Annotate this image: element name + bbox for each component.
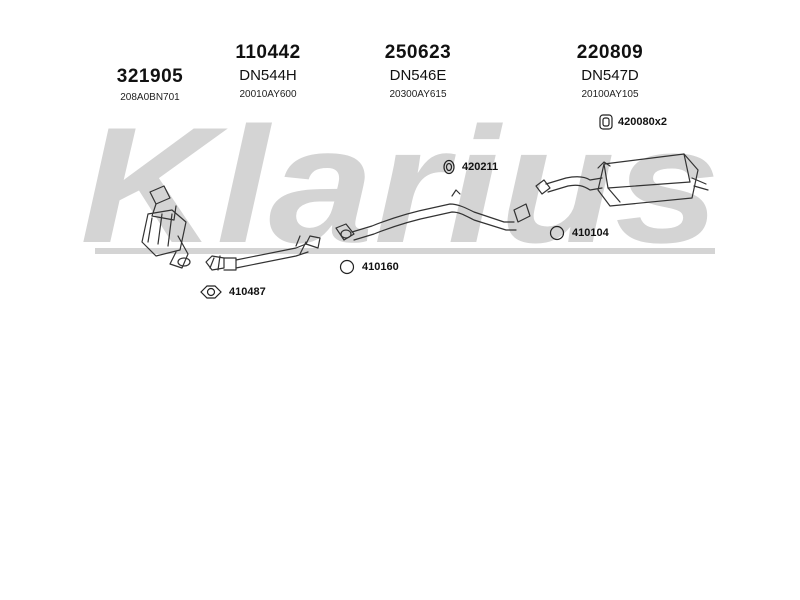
part-number-321905: 321905 xyxy=(116,66,184,87)
rubber-mount-icon xyxy=(599,114,613,130)
part-code-dn546e: DN546E xyxy=(389,67,447,84)
catalytic-converter xyxy=(141,185,191,269)
callout-420080x2: 420080x2 xyxy=(618,116,667,128)
intermediate-pipe xyxy=(335,189,531,241)
part-ref-20100ay105: 20100AY105 xyxy=(581,89,639,100)
gasket-icon-410104 xyxy=(549,225,565,241)
callout-410160: 410160 xyxy=(362,261,399,273)
part-code-dn544h: DN544H xyxy=(239,67,297,84)
part-code-dn547d: DN547D xyxy=(581,67,639,84)
gasket-icon-410160 xyxy=(339,259,355,275)
callout-420211: 420211 xyxy=(462,161,499,173)
part-number-220809: 220809 xyxy=(576,42,644,63)
callout-410487: 410487 xyxy=(229,286,266,298)
flange-gasket-icon xyxy=(200,285,222,299)
part-ref-208a0bn701: 208A0BN701 xyxy=(120,92,180,103)
rear-silencer xyxy=(535,153,709,207)
ring-mount-icon xyxy=(443,159,455,175)
callout-410104: 410104 xyxy=(572,227,609,239)
watermark-text: Klarius xyxy=(80,93,720,277)
part-ref-20010ay600: 20010AY600 xyxy=(239,89,297,100)
watermark-underline xyxy=(95,248,715,254)
front-pipe xyxy=(205,235,321,271)
part-ref-20300ay615: 20300AY615 xyxy=(389,89,447,100)
part-number-250623: 250623 xyxy=(384,42,452,63)
part-number-110442: 110442 xyxy=(235,42,301,63)
